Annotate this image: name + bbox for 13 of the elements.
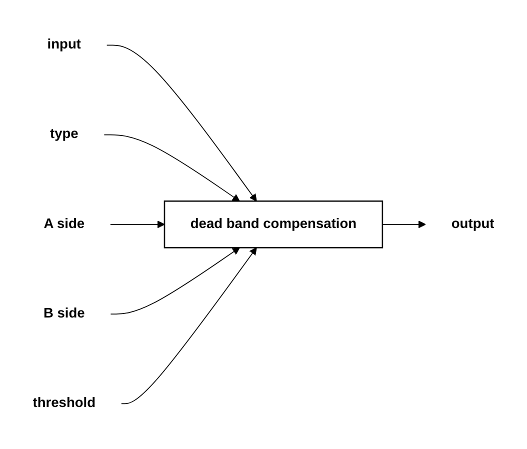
arrow [104,134,240,202]
arrow [110,247,240,315]
node-box: dead band compensation [164,200,384,248]
node-text: type [50,127,78,142]
arrow [382,220,426,228]
arrow [106,44,257,202]
node-text: output [451,216,494,232]
arrow [110,220,165,228]
node-text: input [47,38,81,52]
arrow [120,247,257,404]
node-text: A side [44,216,85,232]
node-text: threshold [32,396,96,411]
node-text: B side [43,306,85,322]
